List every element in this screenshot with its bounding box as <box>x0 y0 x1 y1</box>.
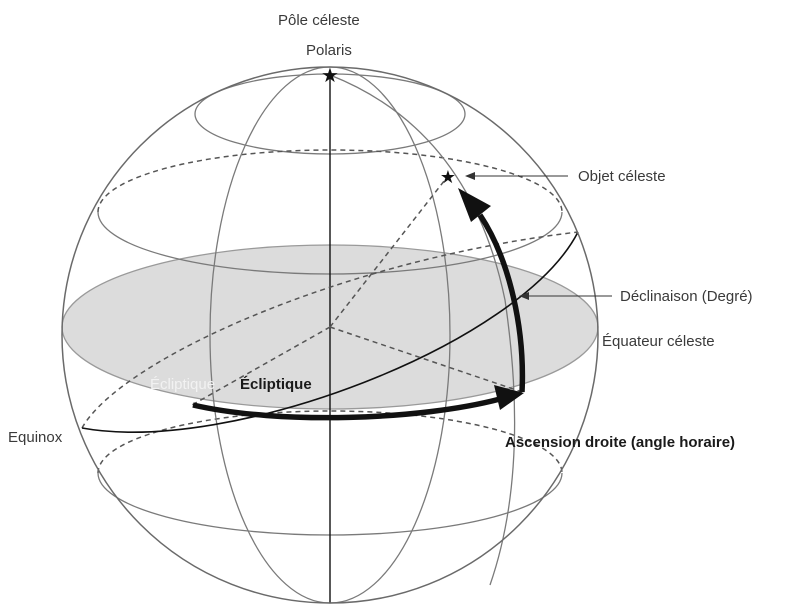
ecliptic-circle <box>81 231 579 433</box>
declination-label: Déclinaison (Degré) <box>620 288 753 305</box>
ecliptic-front <box>81 231 579 433</box>
celestial-equator-label: Équateur céleste <box>602 333 715 350</box>
latitude-circle-upper-back <box>97 149 563 213</box>
construction-lines <box>191 175 523 406</box>
right-ascension-arrow <box>192 396 501 421</box>
line-center-to-object <box>329 175 449 328</box>
latitude-circle-lower-back <box>97 410 563 474</box>
declination-arrow <box>477 213 526 393</box>
ecliptic-back <box>81 231 579 429</box>
ecliptic-ghost-label: Écliptique <box>150 376 215 393</box>
line-center-to-hour-point <box>329 326 523 393</box>
right-ascension-label: Ascension droite (angle horaire) <box>505 434 735 451</box>
celestial-object-label: Objet céleste <box>578 168 666 185</box>
celestial-object-star-icon: ★ <box>440 167 456 188</box>
right-ascension-arrowhead <box>494 385 524 410</box>
polaris-label: Polaris <box>306 42 352 59</box>
declination-arrowhead <box>458 188 491 222</box>
ecliptic-label: Écliptique <box>240 376 312 393</box>
equinox-label: Equinox <box>8 429 63 446</box>
celestial-pole-label: Pôle céleste <box>278 12 360 29</box>
celestial-sphere-outline <box>61 66 599 604</box>
meridian-right <box>329 74 516 586</box>
polaris-star-icon: ★ <box>321 63 339 87</box>
